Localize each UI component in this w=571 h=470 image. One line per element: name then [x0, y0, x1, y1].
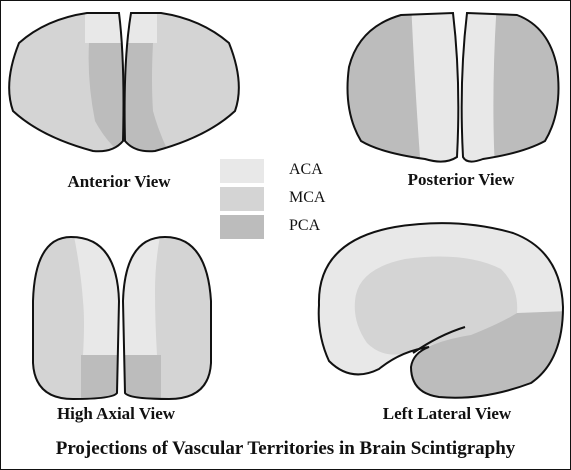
- legend-swatch-pca: [220, 215, 264, 239]
- left-lateral-view-label: Left Lateral View: [382, 404, 512, 423]
- legend-label-mca: MCA: [289, 189, 326, 206]
- high-axial-view-right-hemisphere: [121, 235, 212, 401]
- legend-swatch-mca: [220, 187, 264, 211]
- left-lateral-view-brain: [317, 222, 565, 399]
- posterior-view-label: Posterior View: [407, 170, 515, 189]
- posterior-view-left-hemisphere: [346, 11, 460, 163]
- high-axial-view-label: High Axial View: [56, 404, 176, 423]
- anterior-view-label: Anterior View: [67, 172, 171, 191]
- legend-swatch-aca: [220, 159, 264, 183]
- anterior-view-left-hemisphere: [8, 12, 125, 153]
- posterior-view-right-hemisphere: [460, 11, 560, 163]
- anterior-view-right-hemisphere: [123, 12, 240, 153]
- anterior-right-pca-region: [124, 43, 169, 152]
- anterior-left-pca-region: [88, 43, 124, 152]
- high-axial-left-pca-region: [81, 355, 119, 399]
- sylvian-fissure-line: [412, 326, 466, 354]
- left-lateral-mca-region: [354, 256, 518, 355]
- anterior-left-aca-region: [85, 13, 124, 43]
- legend-label-pca: PCA: [289, 217, 321, 234]
- high-axial-view-left-hemisphere: [32, 235, 121, 401]
- legend-label-aca: ACA: [289, 161, 323, 178]
- high-axial-right-pca-region: [123, 355, 161, 399]
- figure-title: Projections of Vascular Territories in B…: [55, 438, 516, 459]
